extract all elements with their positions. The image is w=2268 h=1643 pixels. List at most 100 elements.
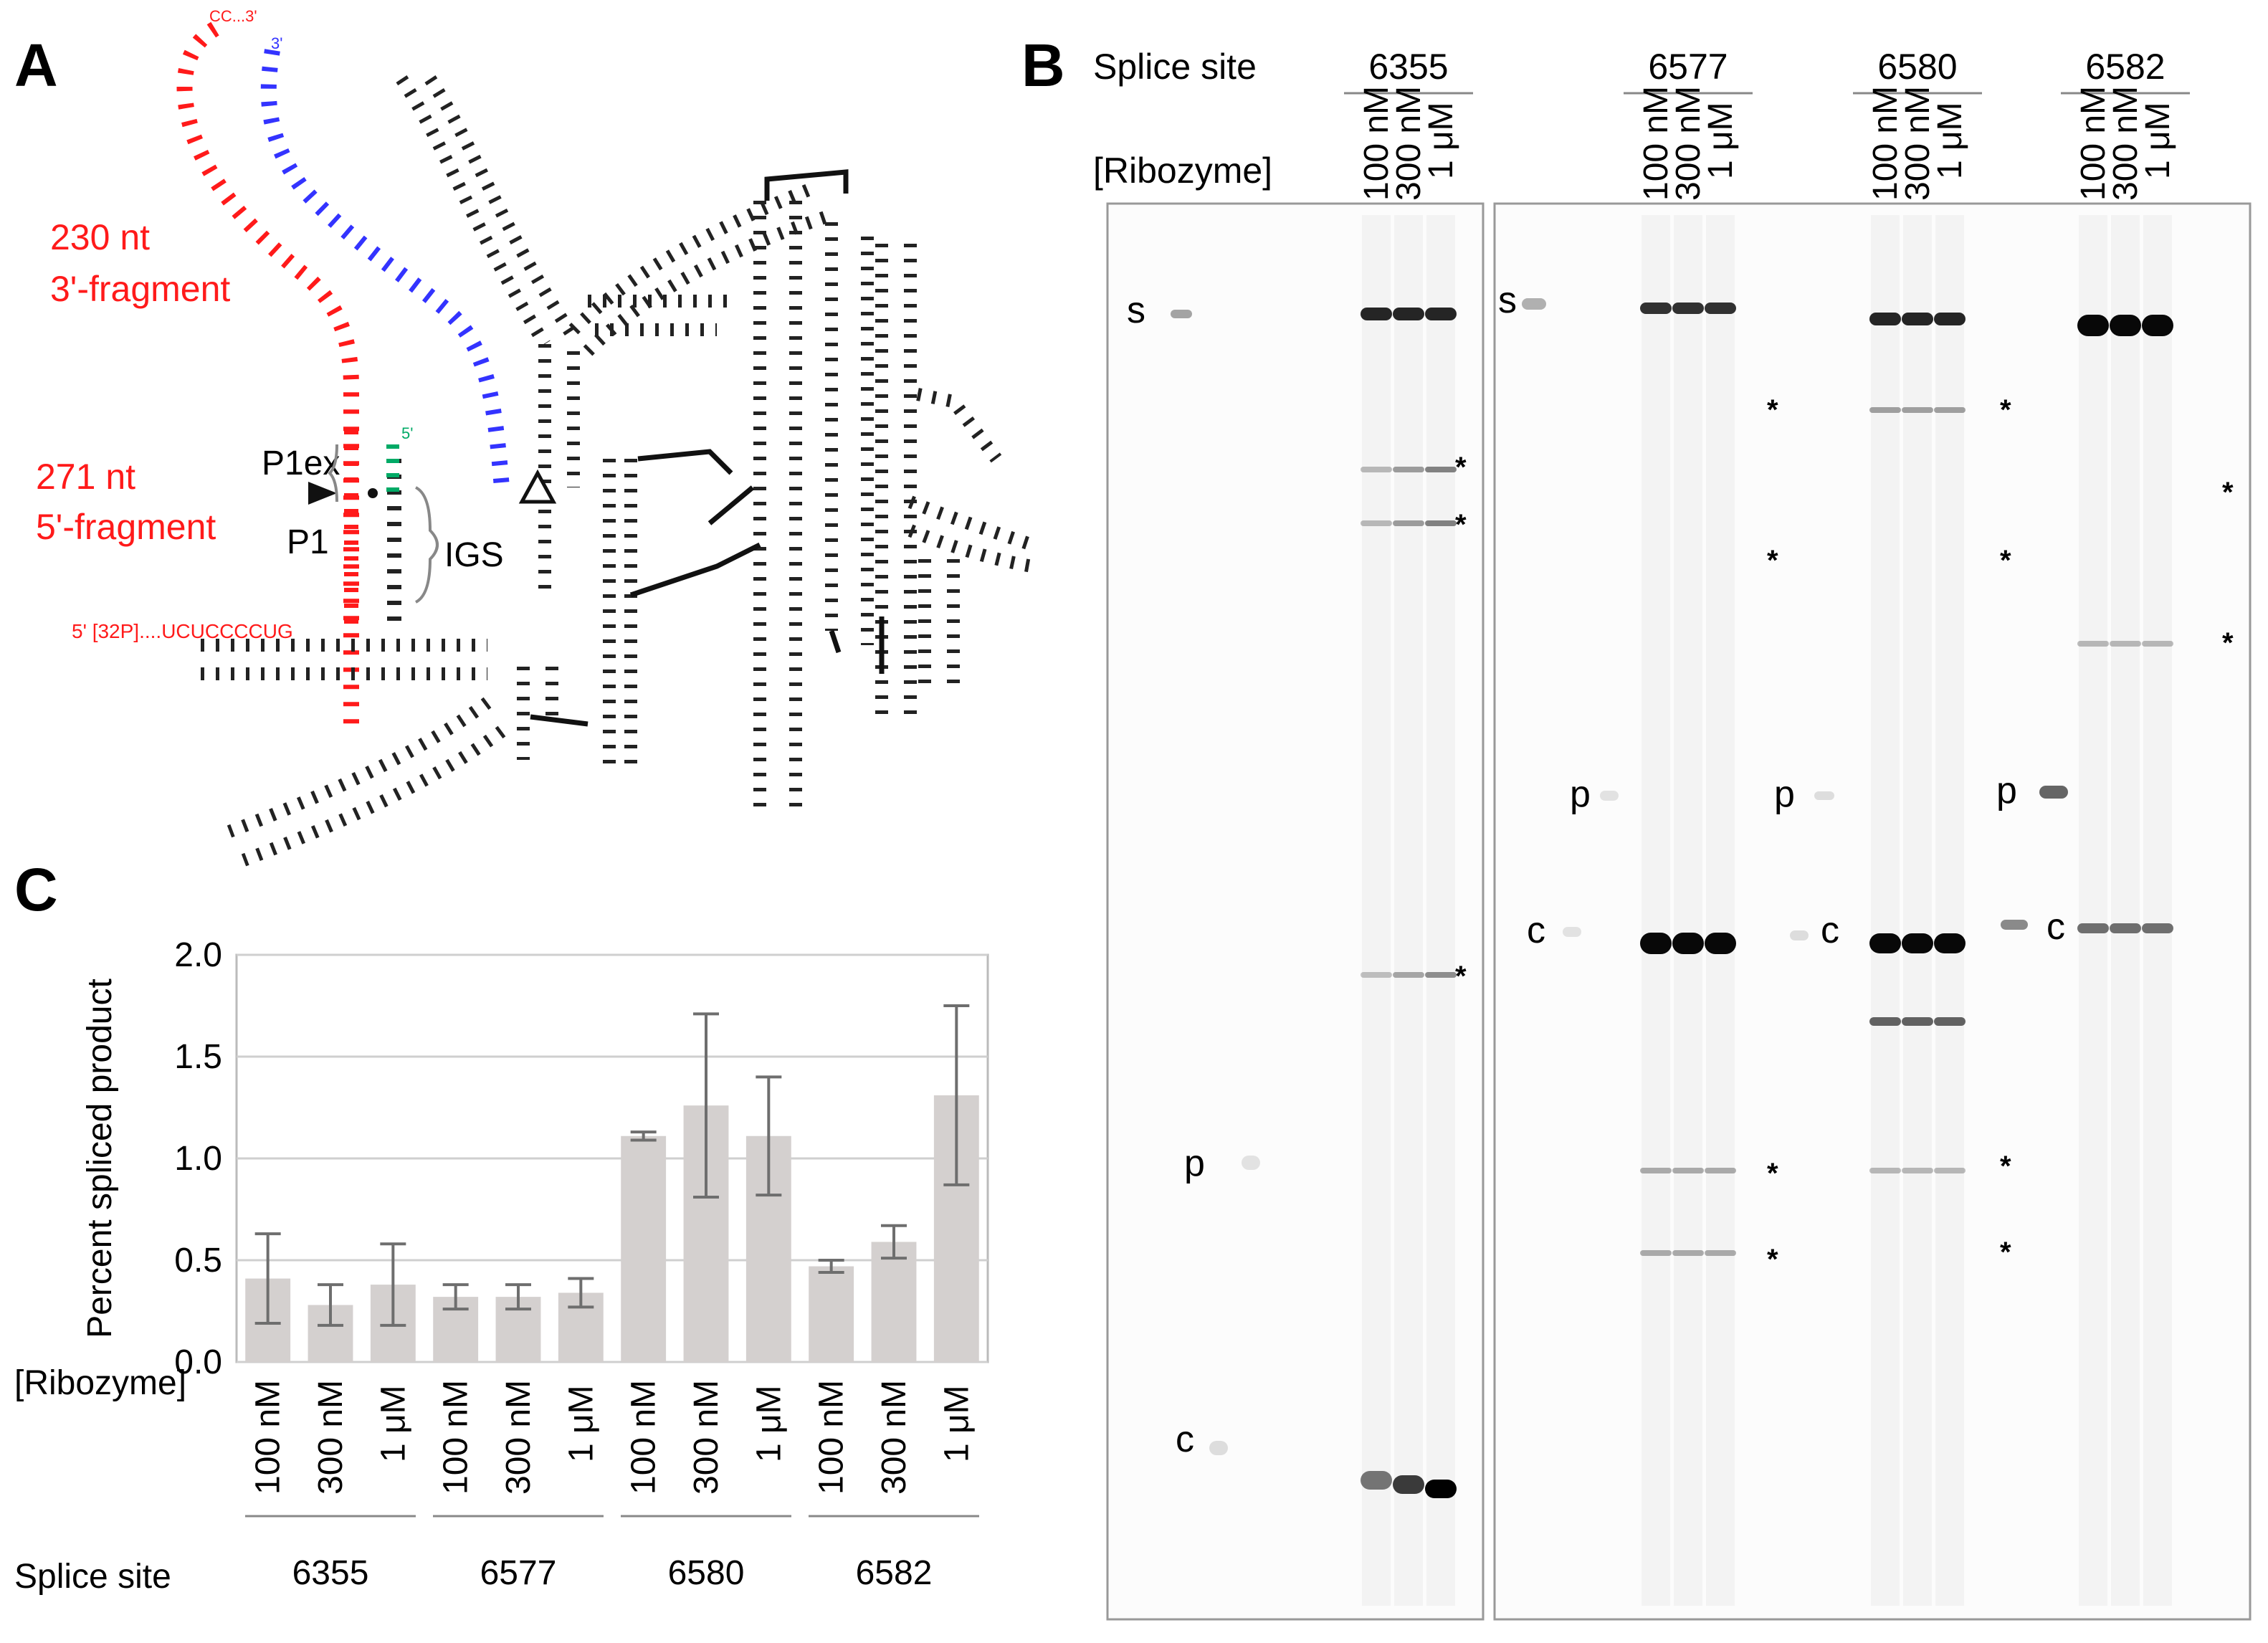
band-star: * [2222, 627, 2234, 659]
gel-band [2142, 641, 2173, 647]
band-star: * [1767, 1158, 1778, 1189]
splice-site-header: 6580 [1877, 47, 1957, 87]
gel-band [1934, 313, 1966, 325]
gel-lane [1706, 215, 1735, 1606]
gel-lane [1426, 215, 1455, 1606]
x-tick-label: 1 μM [374, 1385, 412, 1462]
gel-band [1705, 933, 1736, 954]
x-tick-label: 300 nM [500, 1380, 538, 1495]
y-tick-label: 0.5 [174, 1242, 222, 1280]
gel-band [1869, 1168, 1901, 1173]
band-label-c: c [1176, 1419, 1194, 1460]
secondary-structure [201, 75, 1034, 867]
blue-strand-end: 3' [271, 34, 282, 52]
band-star: * [1767, 1244, 1778, 1275]
band-label-c: c [1527, 910, 1545, 951]
gel-band [2077, 641, 2109, 647]
gel-band [2110, 315, 2141, 336]
splice-site-header: 6577 [1648, 47, 1728, 87]
concentration-label: 300 nM [1669, 86, 1707, 201]
gel-band [2077, 923, 2109, 933]
y-tick-label: 1.5 [174, 1038, 222, 1076]
gel-band [1672, 1250, 1704, 1256]
gel-band [1393, 520, 1424, 526]
igs-brace [414, 486, 439, 604]
gel-lane [1871, 215, 1900, 1606]
gel-bands [1171, 298, 2173, 1498]
gel-band [1361, 1471, 1392, 1490]
gel-band [1869, 407, 1901, 413]
concentration-label: 1 μM [1931, 102, 1969, 179]
concentration-label: 100 nM [1637, 86, 1675, 201]
gel-band [1393, 972, 1424, 978]
band-star: * [2000, 1151, 2011, 1182]
chart-splice-site-label: Splice site [14, 1558, 171, 1596]
band-label-c: c [2047, 906, 2065, 948]
bar [621, 1135, 667, 1362]
gel-lanes [1362, 215, 2172, 1606]
x-tick-label: 1 μM [562, 1385, 600, 1462]
splice-arrow-icon [308, 482, 337, 505]
band-star: * [1767, 545, 1778, 576]
band-label-p: p [1996, 770, 2017, 811]
marker-band-s [1522, 298, 1546, 310]
panel-a-letter: A [14, 32, 58, 99]
marker-band-c [1563, 927, 1581, 937]
x-tick-label: 100 nM [437, 1380, 475, 1495]
gel-band [1934, 407, 1966, 413]
fragment-5prime-sequence: 5' [32P]....UCUCCCCUG [72, 620, 293, 642]
concentration-label: 300 nM [1390, 86, 1428, 201]
gel-lane [1674, 215, 1702, 1606]
gel-band [1869, 313, 1901, 325]
band-label-s: s [1127, 290, 1145, 331]
gel-band [1705, 1250, 1736, 1256]
concentration-label: 300 nM [1899, 86, 1937, 201]
y-tick-label: 1.0 [174, 1140, 222, 1178]
ribozyme-label: [Ribozyme] [1093, 151, 1272, 191]
fragment-5prime-name: 5'-fragment [36, 507, 216, 547]
gel-band [1393, 467, 1424, 472]
y-axis-label: Percent spliced product [81, 978, 119, 1338]
gel-band [1361, 520, 1392, 526]
x-tick-label: 100 nM [625, 1380, 663, 1495]
marker-band-c [1209, 1441, 1228, 1455]
gel-band [1425, 467, 1457, 472]
p1-label: P1 [287, 523, 329, 561]
gel-band [1640, 1250, 1672, 1256]
gel-band [1934, 1168, 1966, 1173]
marker-band-s [1171, 310, 1192, 318]
gel-band [1361, 308, 1392, 320]
gel-band [2110, 923, 2141, 933]
gel-band [1640, 1168, 1672, 1173]
gel-band [2077, 315, 2109, 336]
gel-band [1640, 933, 1672, 954]
panel-b-letter: B [1021, 32, 1065, 99]
concentration-label: 300 nM [2107, 86, 2145, 201]
fragment-3prime-strand [176, 22, 359, 724]
band-label-s: s [1498, 280, 1517, 321]
x-tick-label: 100 nM [249, 1380, 287, 1495]
gel-band [1393, 1475, 1424, 1494]
gel-band [1672, 1168, 1704, 1173]
tertiary-connectors [530, 169, 885, 727]
gel-band [1902, 1168, 1933, 1173]
gel-band [1902, 1017, 1933, 1026]
concentration-label: 100 nM [1867, 86, 1905, 201]
group-label: 6577 [480, 1554, 557, 1592]
gel-band [1361, 972, 1392, 978]
band-star: * [1455, 452, 1467, 483]
group-label: 6582 [856, 1554, 933, 1592]
y-tick-label: 2.0 [174, 936, 222, 974]
band-star: * [2000, 394, 2011, 426]
marker-band-p [1600, 791, 1619, 801]
gel-lane [1362, 215, 1391, 1606]
gel-lane [2079, 215, 2107, 1606]
panel-c-letter: C [14, 856, 58, 923]
band-label-p: p [1184, 1143, 1205, 1184]
three-prime-splice-arrow-icon [518, 469, 557, 504]
gel-band [1672, 303, 1704, 314]
